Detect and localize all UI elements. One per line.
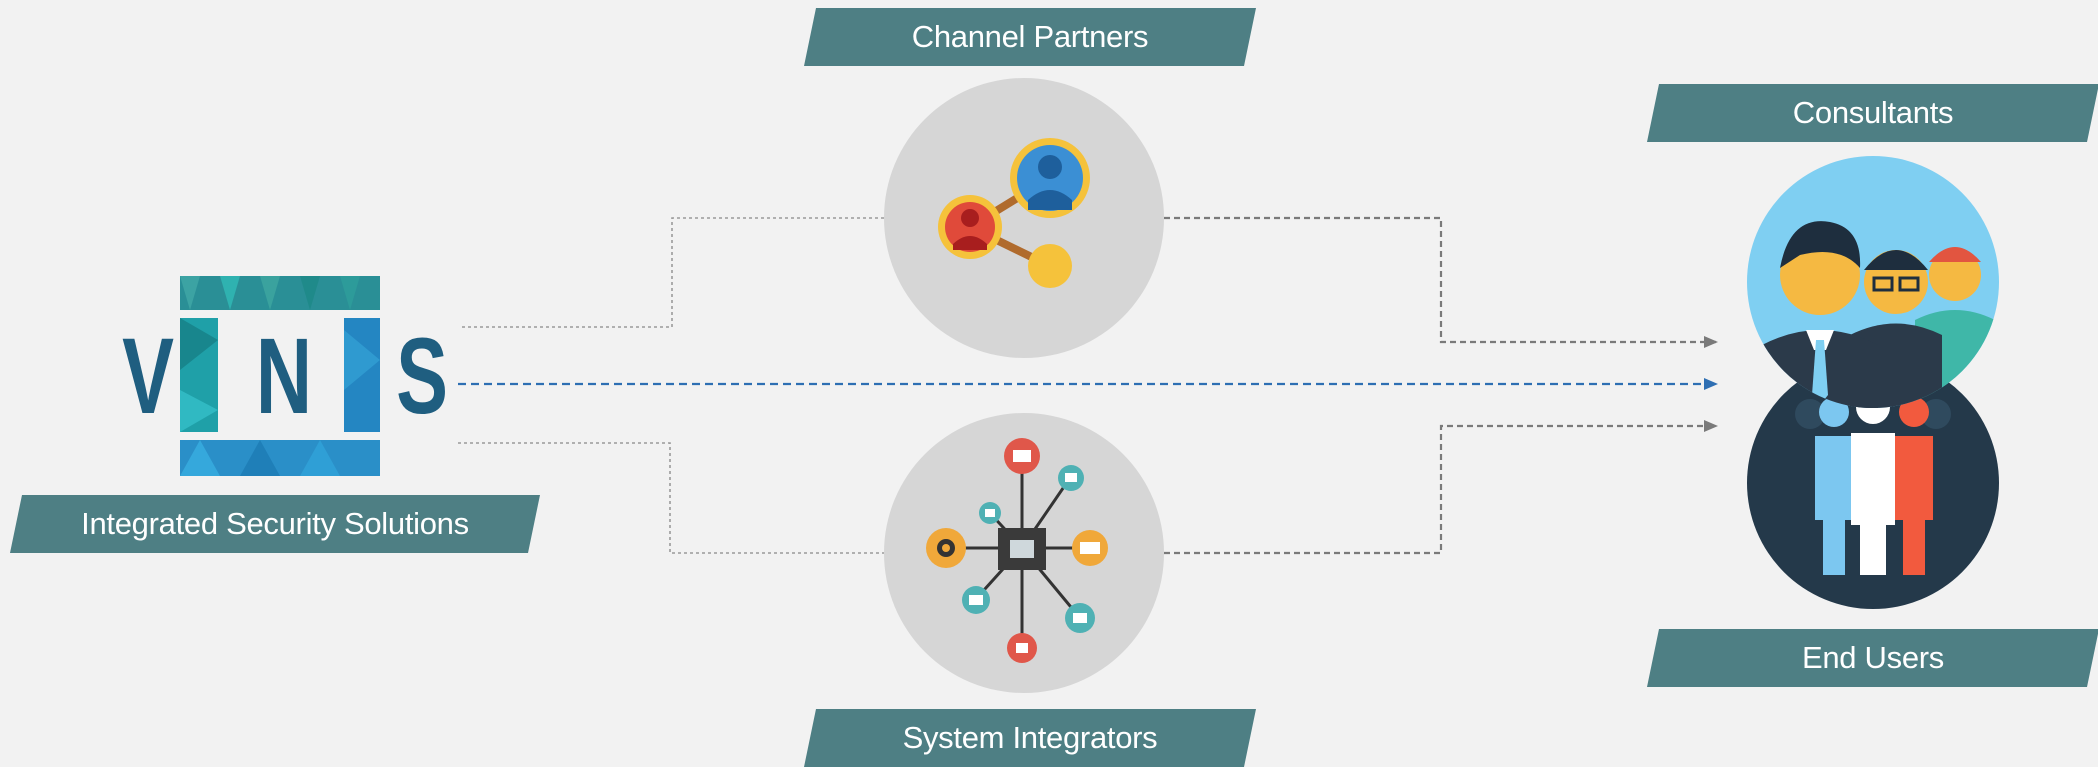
arrow-integrators-to-end-users (1164, 420, 1718, 555)
connector-logo-to-integrators (458, 442, 884, 554)
channel-partners-node (884, 78, 1164, 358)
end-users-node (1747, 357, 1999, 609)
user-group-icon (1795, 390, 1951, 575)
logo-letter-v: V (122, 315, 174, 436)
vins-logo (180, 276, 380, 476)
integrated-security-label: Integrated Security Solutions (10, 495, 540, 553)
system-integrators-node (884, 413, 1164, 693)
logo-letter-n: N (255, 315, 313, 436)
channel-partners-label: Channel Partners (804, 8, 1256, 66)
logo-letter-s: S (396, 315, 448, 436)
people-network-icon (938, 138, 1090, 288)
arrow-channel-to-consultants (1164, 216, 1718, 348)
end-users-label: End Users (1647, 629, 2098, 687)
system-integrators-label: System Integrators (804, 709, 1256, 767)
connector-logo-to-channel (462, 217, 884, 328)
consultants-label: Consultants (1647, 84, 2098, 142)
consultants-node (1747, 156, 1999, 408)
